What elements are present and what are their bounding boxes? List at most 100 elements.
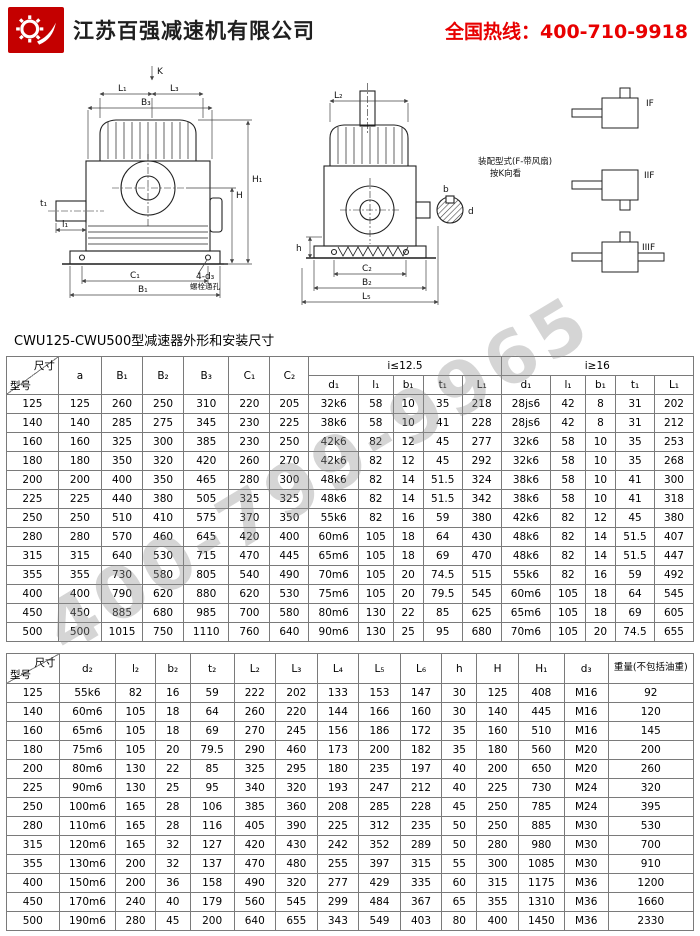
dimension-cell: 60m6	[500, 584, 552, 604]
dimension-cell: 70m6	[500, 622, 552, 642]
dimension-cell: 260	[607, 759, 695, 779]
dimension-cell: 59	[189, 683, 235, 703]
dimension-cell: M36	[563, 873, 609, 893]
dimension-cell: 82	[358, 508, 394, 528]
dimension-cell: 540	[228, 565, 271, 585]
dimension-cell: 655	[653, 622, 695, 642]
column-header: b₁	[584, 375, 617, 395]
dim-label-C2: C₂	[362, 264, 372, 274]
dimension-cell: 18	[584, 584, 617, 604]
dimension-cell: 300	[142, 432, 185, 452]
dimension-cell: 340	[233, 778, 277, 798]
dimension-cell: 300	[653, 470, 695, 490]
dimension-cell: 985	[183, 603, 230, 623]
dimension-cell: 445	[269, 546, 310, 566]
dimension-cell: 16	[392, 508, 424, 528]
dimension-cell: 350	[101, 451, 144, 471]
dimension-cell: 885	[517, 816, 565, 836]
dimension-cell: 2330	[607, 911, 695, 931]
dimension-cell: 200	[607, 740, 695, 760]
column-header: d₂	[58, 653, 117, 684]
dimension-cell: 420	[228, 527, 271, 547]
dimension-cell: 247	[358, 778, 401, 798]
dimension-cell: 105	[115, 740, 156, 760]
dimension-cell: 45	[615, 508, 655, 528]
dimension-cell: 280	[476, 835, 519, 855]
dimension-cell: 20	[392, 565, 424, 585]
dimension-cell: 55k6	[58, 683, 117, 703]
dimension-cell: 640	[101, 546, 144, 566]
dimension-cell: 505	[183, 489, 230, 509]
dimension-cell: 60	[441, 873, 478, 893]
dimension-cell: 430	[275, 835, 318, 855]
dimension-cell: M24	[563, 797, 609, 817]
company-logo	[8, 7, 64, 53]
column-header: d₃	[563, 653, 609, 684]
dimension-cell: 530	[607, 816, 695, 836]
dimension-cell: 700	[607, 835, 695, 855]
dimension-cell: 60m6	[58, 702, 117, 722]
dimension-cell: 315	[399, 854, 443, 874]
dimension-cell: 48k6	[308, 470, 360, 490]
column-header: d₁	[308, 375, 360, 395]
dimension-cell: 320	[275, 778, 318, 798]
dimension-cell: 160	[476, 721, 519, 741]
dimension-cell: 137	[189, 854, 235, 874]
hotline-number: 400-710-9918	[540, 20, 688, 43]
diagonal-line	[7, 654, 59, 683]
dim-label-b: b	[443, 185, 449, 195]
front-view	[48, 119, 228, 265]
ratio-group-header: i≥16	[500, 356, 695, 376]
dimension-cell: 180	[476, 740, 519, 760]
dimension-cell: 153	[358, 683, 401, 703]
dimension-cell: 218	[461, 394, 502, 414]
dimension-cell: 69	[615, 603, 655, 623]
dimension-cell: 18	[584, 603, 617, 623]
dimension-cell: 380	[461, 508, 502, 528]
dimension-cell: 14	[584, 546, 617, 566]
dimension-cell: 350	[142, 470, 185, 490]
diagonal-bottom-label: 型号	[10, 669, 31, 681]
dimension-cell: 105	[358, 565, 394, 585]
dimension-cell: 1085	[517, 854, 565, 874]
dimension-cell: 38k6	[308, 413, 360, 433]
dimension-cell: 350	[269, 508, 310, 528]
dimension-cell: 250	[269, 432, 310, 452]
drawing-section: K L₁ L₃ B₃ l₁ t₁ H H₁ C₁ B₁ 4-d₃ 螺栓通孔 L₂…	[0, 58, 700, 349]
dimension-cell: 41	[615, 489, 655, 509]
dimension-cell: 202	[653, 394, 695, 414]
dimension-cell: 400	[101, 470, 144, 490]
dimension-cell: 325	[269, 489, 310, 509]
dimension-cell: 75m6	[58, 740, 117, 760]
dimension-cell: 31	[615, 413, 655, 433]
dimension-cell: 170m6	[58, 892, 117, 912]
dimension-cell: 490	[269, 565, 310, 585]
dimension-cell: 8	[584, 413, 617, 433]
dimension-cell: 127	[189, 835, 235, 855]
dimension-cell: 55k6	[500, 565, 552, 585]
dimension-cell: 120	[607, 702, 695, 722]
dimension-cell: 228	[399, 797, 443, 817]
table-gap	[0, 642, 700, 653]
dimension-cell: 51.5	[615, 527, 655, 547]
column-header: B₃	[183, 356, 230, 395]
dimension-cell: 75m6	[308, 584, 360, 604]
dimension-cell: 41	[615, 470, 655, 490]
dimension-cell: 295	[275, 759, 318, 779]
dimension-cell: 32	[154, 854, 191, 874]
dimension-cell: 82	[358, 432, 394, 452]
model-cell: 160	[6, 721, 60, 741]
dimension-cell: 325	[101, 432, 144, 452]
dimension-cell: 250	[476, 816, 519, 836]
column-header: B₂	[142, 356, 185, 395]
config-label-1: IF	[646, 99, 654, 109]
dimension-cell: 515	[461, 565, 502, 585]
dimension-cell: 320	[275, 873, 318, 893]
